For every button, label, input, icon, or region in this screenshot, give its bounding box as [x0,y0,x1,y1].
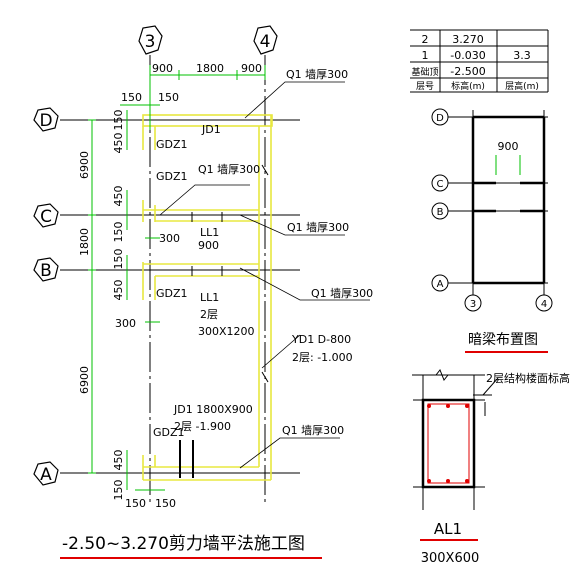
label-jd1-bottom: JD1 1800X900 [173,403,253,416]
beam-axis-4: 4 [541,299,547,310]
axis-c-bubble: C [33,203,59,228]
axis-b-bubble: B [33,257,59,282]
beam-axis-d: D [436,113,444,124]
beam-axis-b: B [437,207,444,218]
dim-450-b: 450 [112,280,125,301]
label-gdz1-a: GDZ1 [153,426,185,439]
dimension-text: 900 1800 900 150 150 150 450 6900 450 18… [78,62,262,510]
table-header-height: 层高(m) [505,80,539,92]
label-q1-bottom: Q1 墙厚300 [282,423,344,437]
axis-3-label: 3 [145,32,156,52]
axis-a-label: A [40,465,52,485]
section-name: AL1 [434,520,462,538]
axis-3-bubble: 3 [138,25,163,55]
dim-6900-bottom: 6900 [78,366,91,394]
label-ll1-b: LL1 [200,291,219,304]
label-ll1-b-size: 300X1200 [198,325,255,338]
leader-lines [159,81,370,469]
dim-top-900-right: 900 [241,62,262,75]
label-q1-right-c: Q1 墙厚300 [287,220,349,234]
dim-150-c: 150 [112,222,125,243]
dim-150-bot-l: 150 [125,497,146,510]
section-al1: 2层结构楼面标高 AL1 300X600 [412,369,570,566]
dim-top-1800: 1800 [196,62,224,75]
table-height-1: 3.3 [513,49,531,62]
dim-150-b: 150 [112,249,125,270]
table-floor-base: 基础顶 [411,66,438,78]
dim-450-top: 450 [112,133,125,154]
floor-table: 2 3.270 1 -0.030 3.3 基础顶 -2.500 层号 标高(m)… [410,29,549,93]
dim-150-vert: 150 [112,110,125,131]
table-floor-2: 2 [422,33,429,46]
labels: Q1 墙厚300 JD1 GDZ1 GDZ1 Q1 墙厚300 Q1 墙厚300… [153,67,373,439]
beam-dim-900: 900 [498,140,519,153]
beam-dashes [179,164,269,478]
label-q1-right-b: Q1 墙厚300 [311,286,373,300]
beam-axis-3: 3 [470,299,476,310]
dim-1800: 1800 [78,228,91,256]
dim-150b: 150 [158,91,179,104]
label-q1-top: Q1 墙厚300 [286,67,348,81]
table-header-elev: 标高(m) [451,80,485,92]
axis-d-label: D [39,111,52,131]
dim-6900-top: 6900 [78,151,91,179]
label-ll1-b-floor: 2层 [200,308,218,321]
label-yd1: YD1 D-800 [291,333,351,346]
label-yd1-floor: 2层: -1.000 [292,351,353,364]
main-title: -2.50~3.270剪力墙平法施工图 [62,534,305,554]
beam-axis-c: C [437,179,444,190]
dim-300-b: 300 [115,317,136,330]
axis-c-label: C [40,207,52,227]
label-gdz1-top: GDZ1 [156,138,188,151]
beam-axis-a: A [437,279,444,290]
label-jd1-top: JD1 [201,123,221,136]
section-floor-label: 2层结构楼面标高 [486,371,570,385]
dim-150-a: 150 [112,480,125,501]
axis-4-bubble: 4 [253,25,278,55]
label-gdz1-b: GDZ1 [156,287,188,300]
beam-plan-title: 暗梁布置图 [468,332,538,348]
label-ll1-900: 900 [198,239,219,252]
table-elev-1: -0.030 [450,49,485,62]
table-elev-base: -2.500 [450,65,485,78]
label-gdz1-c: GDZ1 [156,170,188,183]
dim-450-c: 450 [112,186,125,207]
dimension-lines [88,65,266,491]
table-floor-1: 1 [422,49,429,62]
table-elev-2: 3.270 [452,33,484,46]
dim-top-900-left: 900 [152,62,173,75]
dim-450-a: 450 [112,450,125,471]
dim-300-c: 300 [159,232,180,245]
section-size: 300X600 [421,551,480,566]
dim-150a: 150 [121,91,142,104]
walls [142,114,273,481]
beam-plan: D C B A 3 4 900 暗梁布置图 [431,108,553,353]
axis-4-label: 4 [260,32,271,52]
axis-b-label: B [40,261,52,281]
main-plan: 3 4 D C B A [33,25,373,559]
table-header-floor: 层号 [416,81,434,92]
dim-150-bot-r: 150 [155,497,176,510]
label-jd1-bottom-floor: 2层 -1.900 [174,420,231,433]
label-ll1: LL1 [200,226,219,239]
axis-a-bubble: A [33,461,59,486]
axis-d-bubble: D [33,107,59,132]
label-q1-mid: Q1 墙厚300 [198,162,260,176]
